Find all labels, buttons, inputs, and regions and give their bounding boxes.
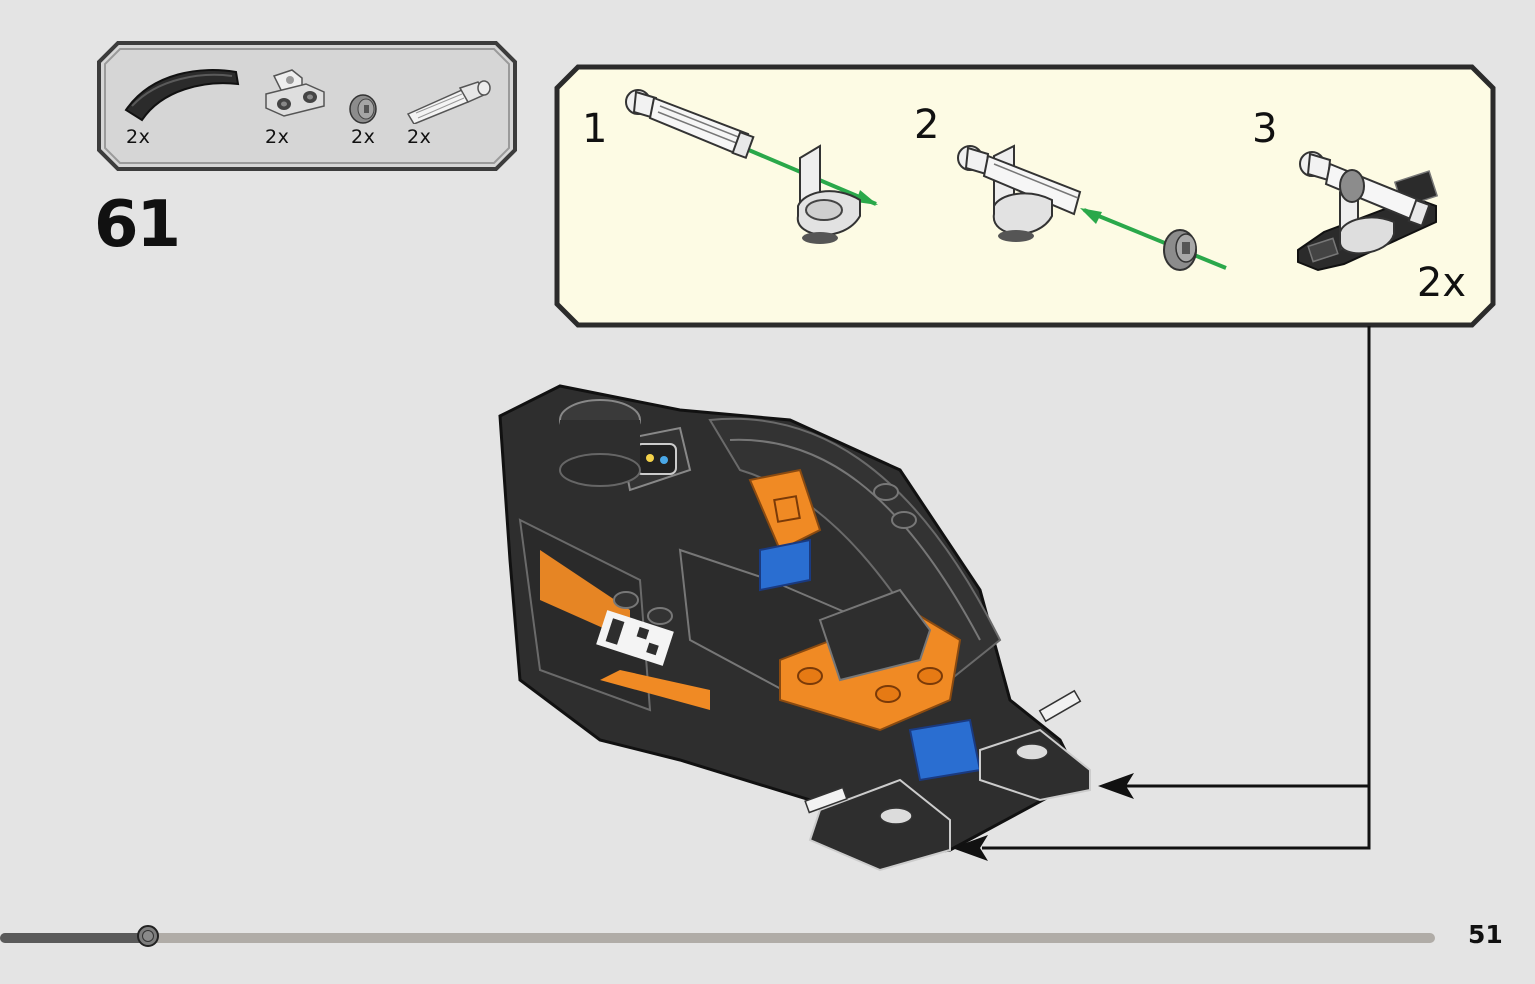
placement-arrow-lower-icon bbox=[952, 835, 988, 861]
sub-assembly-callout: 1 2 3 bbox=[554, 64, 1496, 328]
sub-step-2-illustration bbox=[957, 144, 1227, 271]
sub-step-1-illustration bbox=[625, 89, 878, 244]
sub-step-number-1: 1 bbox=[582, 106, 608, 152]
page-number: 51 bbox=[1468, 920, 1503, 949]
sub-step-3-illustration bbox=[1297, 151, 1439, 272]
part-qty-curved-slope: 2x bbox=[126, 126, 151, 148]
progress-handle[interactable] bbox=[137, 925, 159, 947]
part-qty-bush: 2x bbox=[351, 126, 376, 148]
main-model-illustration bbox=[498, 384, 1091, 872]
progress-track bbox=[0, 933, 1435, 943]
curved-slope-part-icon bbox=[124, 69, 240, 122]
part-qty-bracket: 2x bbox=[265, 126, 290, 148]
sub-step-number-3: 3 bbox=[1252, 106, 1278, 152]
progress-fill bbox=[0, 933, 148, 943]
placement-arrow-upper-icon bbox=[1098, 773, 1134, 799]
callout-multiplier: 2x bbox=[1416, 260, 1466, 306]
bracket-part-icon bbox=[265, 69, 325, 117]
bush-part-icon bbox=[349, 94, 377, 124]
axle-pin-part-icon bbox=[406, 80, 491, 124]
sub-step-number-2: 2 bbox=[914, 102, 940, 148]
parts-list-box: 2x 2x 2x 2x bbox=[96, 40, 518, 172]
step-number: 61 bbox=[94, 188, 181, 262]
part-qty-axle-pin: 2x bbox=[407, 126, 432, 148]
